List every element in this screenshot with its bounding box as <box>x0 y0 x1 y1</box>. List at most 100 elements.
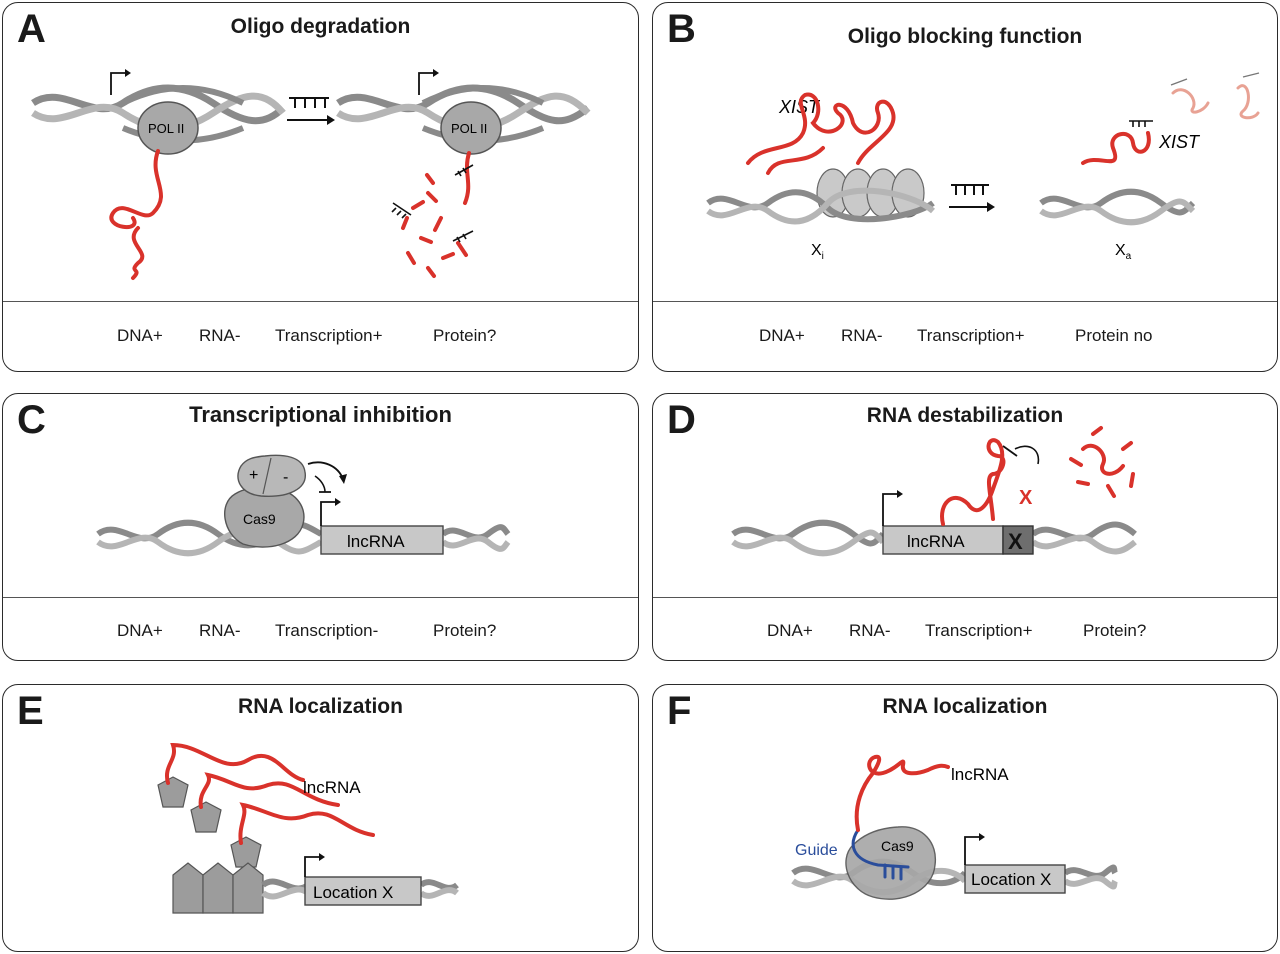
status-dna: DNA+ <box>767 621 813 640</box>
xi-label: Xi <box>811 242 824 262</box>
faded-xist-rna <box>1171 84 1260 120</box>
panel-title: Oligo degradation <box>230 15 411 38</box>
pol-ii-complex <box>440 101 502 155</box>
tss-arrow-icon <box>320 501 337 526</box>
cas9-label: Cas9 <box>881 838 914 854</box>
pol-ii-complex <box>137 101 199 155</box>
destabilizing-element-box <box>1002 525 1034 555</box>
inhibition-arrow-icon <box>1014 445 1040 465</box>
panel-title: Transcriptional inhibition <box>189 402 452 427</box>
dna-helix-xa <box>1039 188 1196 226</box>
status-rna: RNA- <box>199 326 241 345</box>
pol-ii-label: POL II <box>451 121 487 136</box>
cas9-protein <box>845 826 937 900</box>
panel-c-diagram: lncRNA + - Cas9 <box>96 454 511 557</box>
faded-oligo-icon <box>1170 72 1260 86</box>
lncrna-strands <box>164 742 375 845</box>
status-transcription: Transcription- <box>275 621 379 640</box>
gene-label: lncRNA <box>347 532 405 551</box>
oligo-icon <box>951 184 989 195</box>
plus-label: + <box>249 467 258 484</box>
status-transcription: Transcription+ <box>917 326 1025 345</box>
status-rna: RNA- <box>199 621 241 640</box>
status-dna: DNA+ <box>117 621 163 640</box>
effector-domain <box>237 454 306 497</box>
panel-letter: B <box>667 7 696 51</box>
location-x-box <box>964 864 1066 894</box>
panel-e: E RNA localization Location X lncRNA <box>2 684 639 952</box>
minus-label: - <box>283 469 288 486</box>
inhibition-arrow-icon <box>307 461 344 480</box>
tss-arrow-icon <box>964 836 981 865</box>
gene-label: lncRNA <box>907 532 965 551</box>
status-rna: RNA- <box>849 621 891 640</box>
panel-letter: E <box>17 689 44 733</box>
tss-arrow-icon <box>418 72 435 95</box>
status-transcription: Transcription+ <box>275 326 383 345</box>
panel-f: F RNA localization Cas9 Guide lncRNA Loc… <box>652 684 1278 952</box>
lncrna-gene-box <box>882 525 1004 555</box>
dna-helix <box>261 878 459 900</box>
location-label: Location X <box>313 883 393 902</box>
panel-letter: A <box>17 7 46 51</box>
panel-title: RNA localization <box>882 695 1048 718</box>
pol-ii-label: POL II <box>148 121 184 136</box>
panel-d: D RNA destabilization lncRNA X X DNA+ RN… <box>652 393 1278 661</box>
panel-divider <box>3 597 638 598</box>
panel-a-diagram: POL II POL II <box>31 69 591 280</box>
lncrna-strand <box>854 754 950 832</box>
dna-helix-xi <box>706 187 936 225</box>
lncrna-label: lncRNA <box>303 778 361 797</box>
panel-divider <box>3 301 638 302</box>
panel-e-diagram: Location X lncRNA <box>157 742 459 914</box>
status-protein: Protein? <box>433 621 497 640</box>
location-x-box <box>304 876 422 906</box>
status-protein: Protein? <box>1083 621 1147 640</box>
panel-divider <box>653 597 1277 598</box>
dna-helix <box>731 519 1137 557</box>
guide-label: Guide <box>795 842 838 859</box>
panel-b-diagram: XIST Xi Xa XIST <box>706 72 1260 262</box>
status-transcription: Transcription+ <box>925 621 1033 640</box>
tss-arrow-icon <box>304 856 321 877</box>
nucleosomes <box>816 168 925 218</box>
tss-arrow-icon <box>110 72 127 95</box>
panel-title: Oligo blocking function <box>847 25 1083 48</box>
panel-b: B Oligo blocking function XIST Xi Xa <box>652 2 1278 372</box>
lncrna-gene-box <box>320 525 444 555</box>
nascent-rna <box>940 438 1006 526</box>
guide-rna <box>851 828 910 881</box>
status-dna: DNA+ <box>759 326 805 345</box>
degraded-rna-fragments <box>1069 426 1135 498</box>
status-rna: RNA- <box>841 326 883 345</box>
location-label: Location X <box>971 870 1051 889</box>
panel-divider <box>653 301 1277 302</box>
degraded-rna-fragments <box>401 151 471 278</box>
panel-c: C Transcriptional inhibition lncRNA + - … <box>2 393 639 661</box>
chromatin-anchors <box>172 862 264 914</box>
red-x-label: X <box>1019 487 1033 509</box>
panel-letter: C <box>17 398 46 442</box>
panel-letter: D <box>667 398 696 442</box>
panel-title: RNA destabilization <box>866 404 1064 427</box>
nascent-rna <box>109 149 164 280</box>
bound-oligo-icon <box>1129 120 1153 127</box>
rna-binding-proteins <box>157 776 262 868</box>
panel-d-diagram: lncRNA X X <box>731 426 1137 557</box>
oligo-icon <box>289 97 329 108</box>
dna-helix <box>791 858 1118 896</box>
xa-label: Xa <box>1115 242 1132 262</box>
panel-letter: F <box>667 689 692 733</box>
lncrna-label: lncRNA <box>951 765 1009 784</box>
cas9-label: Cas9 <box>243 511 276 527</box>
panel-title: RNA localization <box>238 695 403 718</box>
xist-rna-coat <box>746 92 896 175</box>
status-protein: Protein? <box>433 326 497 345</box>
status-dna: DNA+ <box>117 326 163 345</box>
panel-f-diagram: Cas9 Guide lncRNA Location X <box>791 754 1118 900</box>
status-protein: Protein no <box>1075 326 1153 345</box>
bound-oligo-icon <box>391 164 474 243</box>
xist-label: XIST <box>1158 132 1201 152</box>
panel-a: A Oligo degradation POL II <box>2 2 639 372</box>
released-xist-rna <box>1081 131 1151 165</box>
